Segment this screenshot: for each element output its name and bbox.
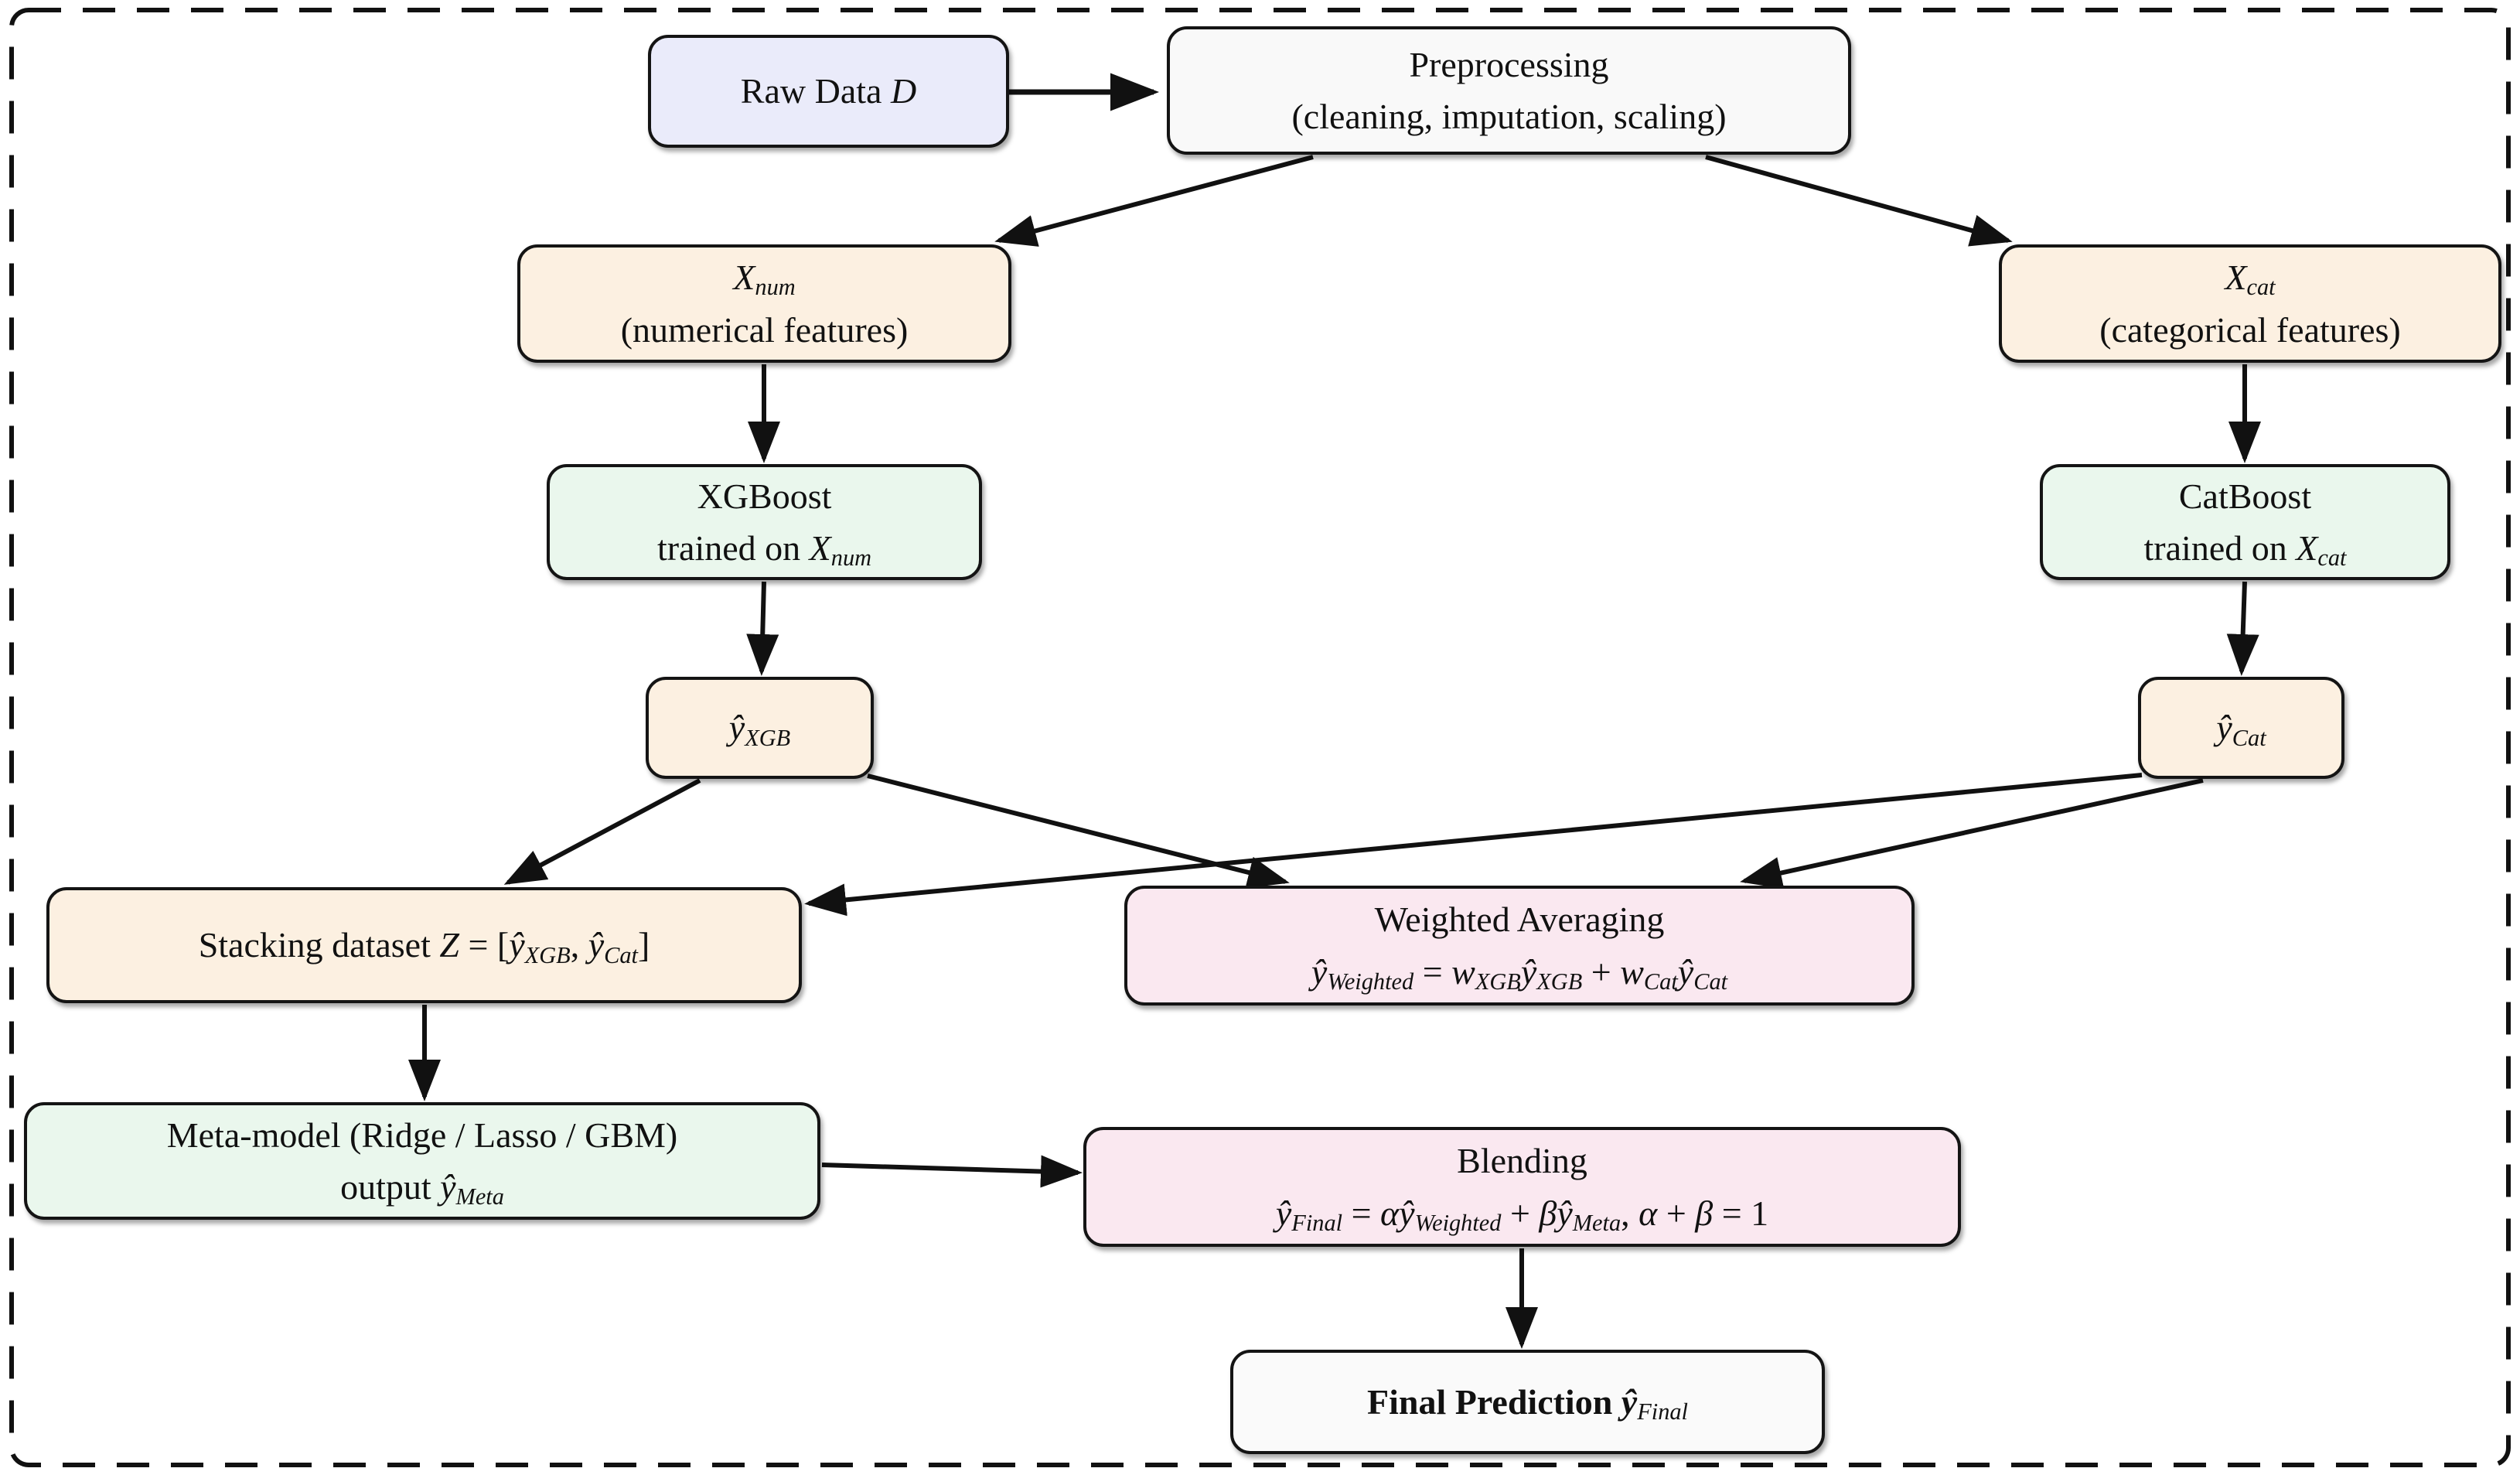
- node-label-line: (cleaning, imputation, scaling): [1291, 97, 1727, 136]
- edge-preprocessing-to-x-num: [994, 155, 1314, 247]
- node-label-line: CatBoost: [2178, 476, 2312, 516]
- dashed-border: [9, 8, 2511, 1467]
- node-label-line: Raw Data D: [740, 71, 917, 111]
- node-label-line: ŷXGB: [728, 708, 791, 751]
- edge-y-cat-to-stacking: [804, 773, 2143, 917]
- node-label-line: Stacking dataset Z = [ŷXGB, ŷCat]: [198, 925, 650, 968]
- node-label-line: Xnum: [733, 258, 796, 301]
- edge-catboost-to-y-cat: [2226, 581, 2259, 676]
- node-y-cat: ŷCat: [2138, 677, 2344, 779]
- node-label-line: ŷWeighted = wXGBŷXGB + wCatŷCat: [1311, 951, 1728, 995]
- node-label-line: ŷFinal = αŷWeighted + βŷMeta, α + β = 1: [1275, 1193, 1769, 1236]
- node-label-line: Meta-model (Ridge / Lasso / GBM): [166, 1115, 678, 1155]
- edge-xgboost-to-y-xgb: [746, 581, 779, 676]
- node-meta-model: Meta-model (Ridge / Lasso / GBM) output ŷ…: [24, 1102, 820, 1220]
- node-catboost: CatBoost trained on Xcat: [2040, 464, 2450, 580]
- edge-y-cat-to-weighted: [1740, 778, 2204, 889]
- node-label-line: Blending: [1457, 1141, 1587, 1181]
- edge-preprocessing-to-x-cat: [1705, 155, 2013, 247]
- node-label-line: Preprocessing: [1409, 44, 1609, 84]
- node-y-xgb: ŷXGB: [646, 677, 874, 779]
- node-label-line: (numerical features): [620, 309, 909, 350]
- edge-y-xgb-to-stacking: [503, 778, 701, 885]
- node-label-line: Weighted Averaging: [1374, 900, 1665, 940]
- node-label-line: XGBoost: [697, 476, 832, 516]
- node-label-line: ŷCat: [2216, 708, 2266, 751]
- node-stacking-dataset: Stacking dataset Z = [ŷXGB, ŷCat]: [46, 887, 802, 1003]
- node-xgboost: XGBoost trained on Xnum: [547, 464, 982, 580]
- node-final-prediction: Final Prediction ŷFinal: [1230, 1350, 1825, 1454]
- node-label-line: output ŷMeta: [340, 1167, 504, 1210]
- node-label-line: trained on Xcat: [2143, 528, 2347, 572]
- node-label-line: Xcat: [2225, 258, 2276, 301]
- node-blending: Blending ŷFinal = αŷWeighted + βŷMeta, α …: [1083, 1127, 1961, 1247]
- edge-meta-model-to-blending: [821, 1155, 1083, 1188]
- node-preprocessing: Preprocessing (cleaning, imputation, scal…: [1167, 26, 1851, 155]
- node-x-num: Xnum (numerical features): [517, 244, 1011, 363]
- node-label-line: Final Prediction ŷFinal: [1366, 1381, 1688, 1425]
- node-weighted-averaging: Weighted Averaging ŷWeighted = wXGBŷXGB +…: [1124, 886, 1915, 1006]
- node-raw-data: Raw Data D: [648, 35, 1009, 148]
- node-label-line: (categorical features): [2099, 309, 2401, 350]
- node-x-cat: Xcat (categorical features): [1999, 244, 2501, 363]
- node-label-line: trained on Xnum: [656, 528, 872, 572]
